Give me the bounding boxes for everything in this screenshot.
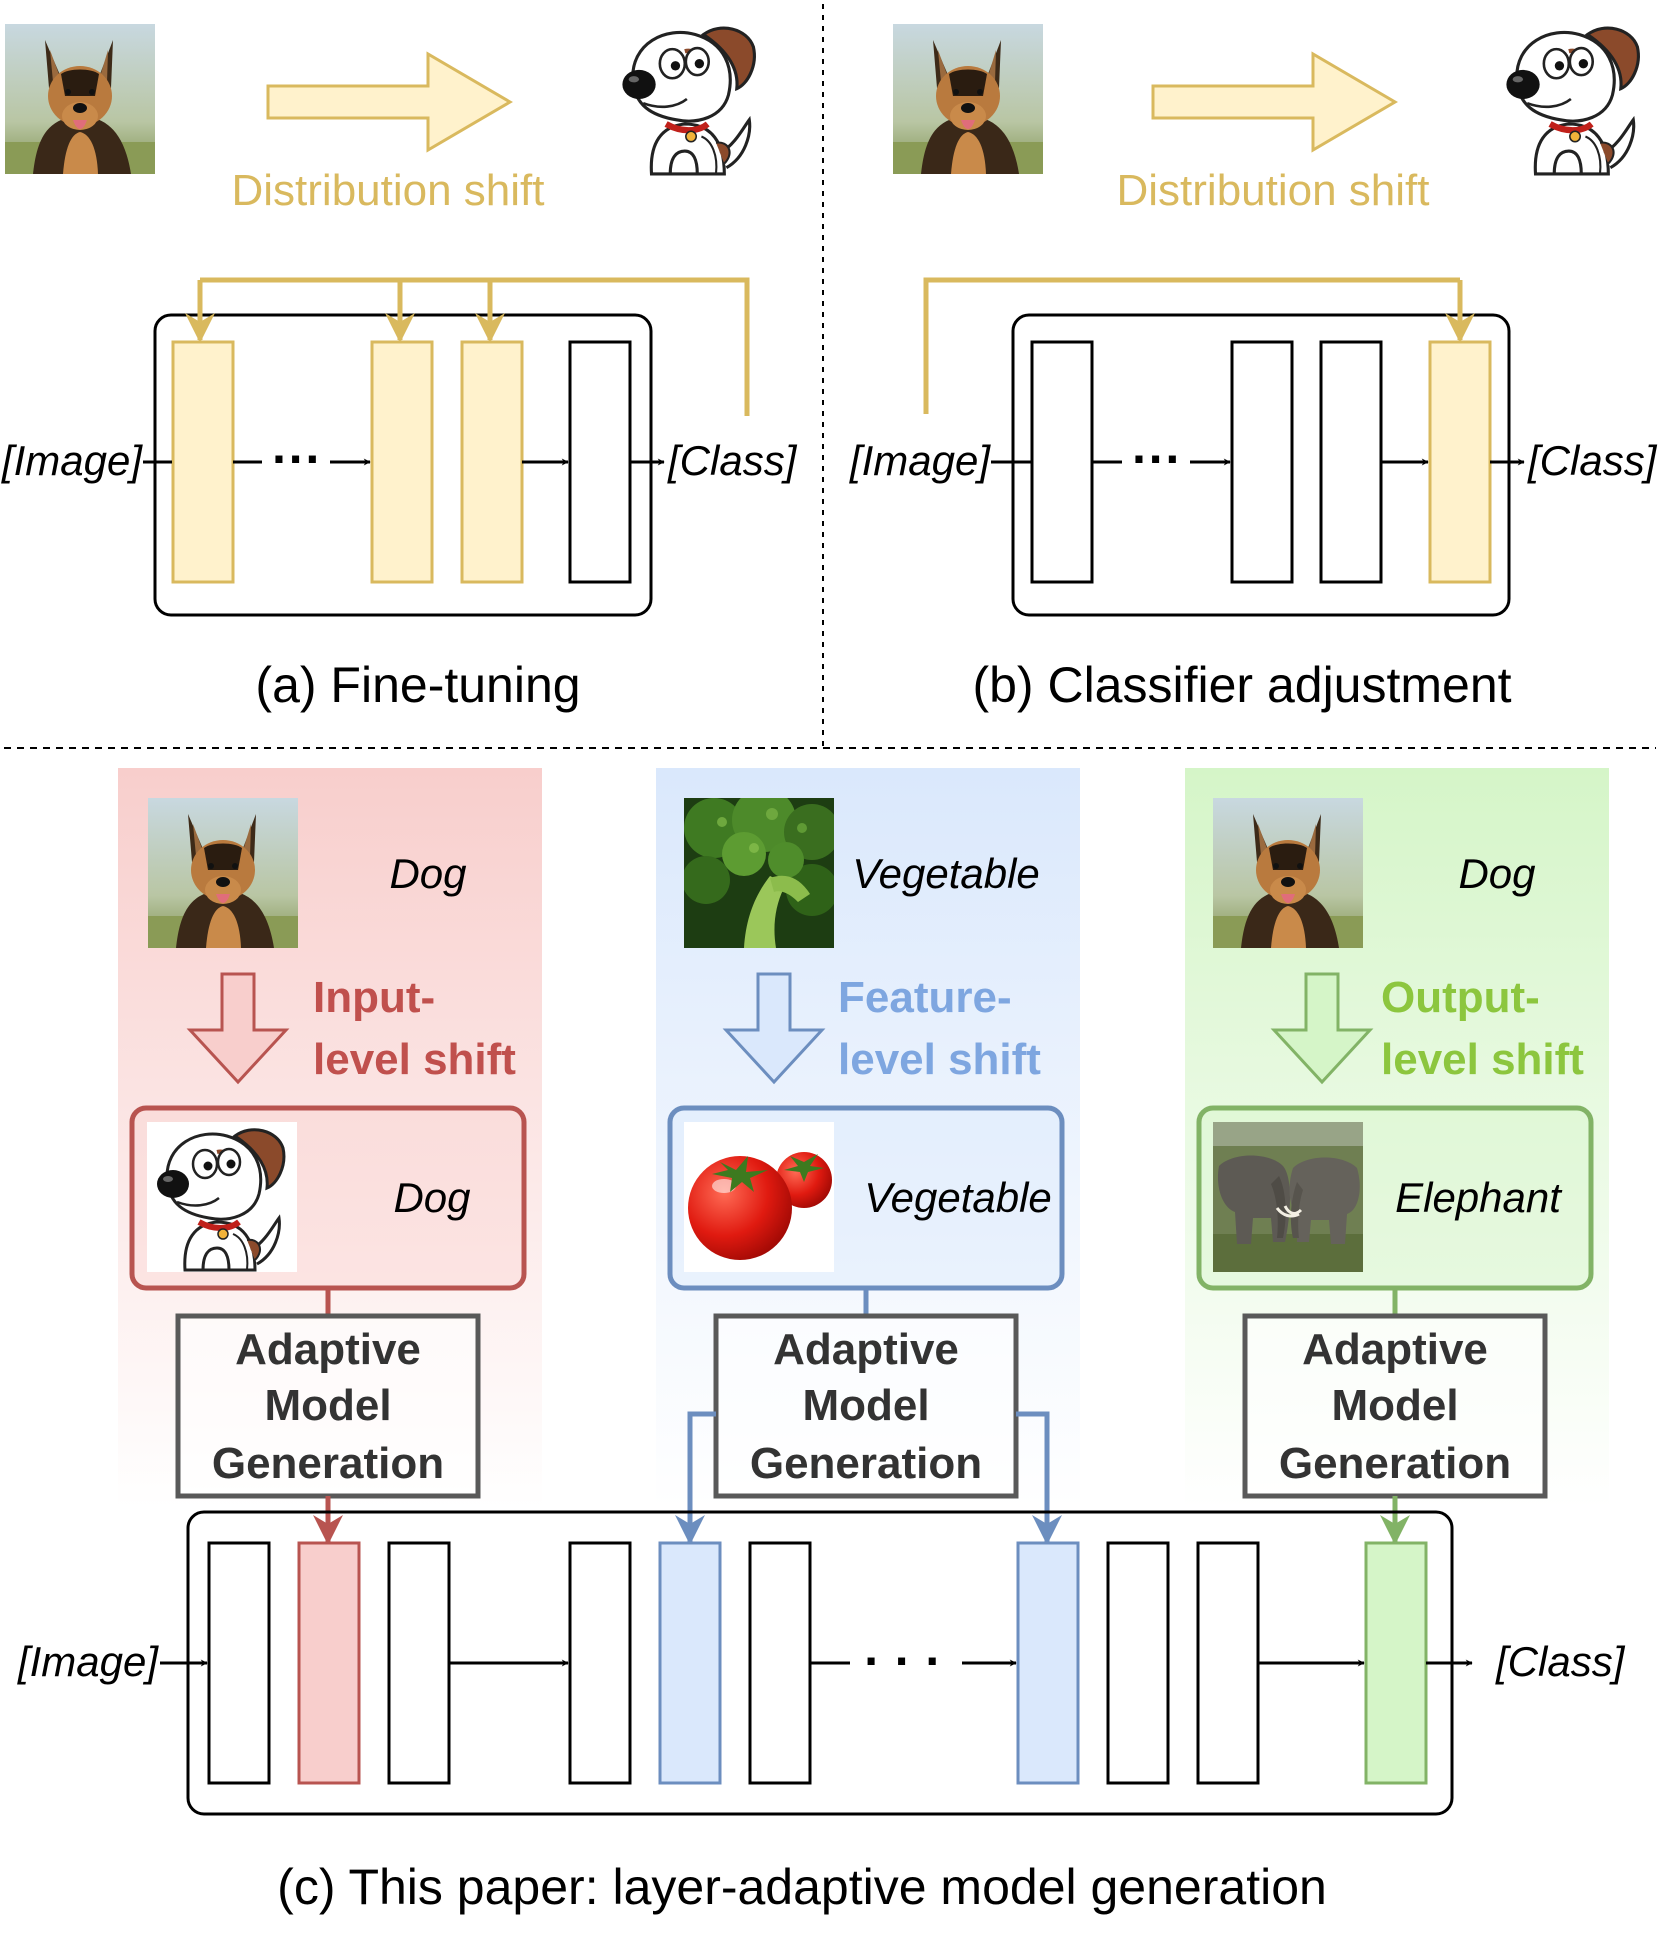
input-label: [Image] — [849, 437, 991, 484]
frozen-layer — [1230, 340, 1294, 584]
shift-label-line1: Input- — [313, 973, 435, 1022]
classifier-layer — [1428, 340, 1492, 584]
tomato-photo — [684, 1122, 834, 1272]
caption-layer-adaptive: (c) This paper: layer-adaptive model gen… — [277, 1859, 1327, 1915]
generator-line3: Generation — [212, 1439, 444, 1488]
adaptive-model-generation-box — [713, 1313, 1019, 1499]
feedback-line — [923, 277, 1460, 414]
ellipsis: · · · — [864, 1633, 942, 1689]
cartoon-dog-icon — [1506, 28, 1638, 174]
ellipsis: ··· — [1132, 431, 1182, 487]
distribution-shift-arrow — [266, 51, 513, 153]
output-shift-arrow — [1270, 972, 1374, 1085]
feature-shift-arrow — [722, 972, 826, 1085]
target-label: Elephant — [1395, 1174, 1563, 1221]
layer — [1106, 1541, 1170, 1785]
german-shepherd-photo — [1213, 798, 1363, 948]
frozen-layer — [568, 340, 632, 584]
input-shift-arrow — [186, 972, 290, 1085]
elephant-photo — [1213, 1122, 1363, 1272]
panel-classifier-adjustment: Distribution shift [Image] ··· [Class] (… — [849, 24, 1658, 713]
german-shepherd-photo — [5, 24, 155, 174]
generator-line2: Model — [802, 1381, 929, 1430]
generator-line1: Adaptive — [1302, 1325, 1488, 1374]
output-label: [Class] — [1495, 1638, 1626, 1685]
shift-label-line1: Feature- — [838, 973, 1012, 1022]
cartoon-dog-icon — [622, 28, 754, 174]
tuned-layer — [460, 340, 524, 584]
shift-label-line2: level shift — [838, 1035, 1041, 1084]
feature-adapted-layer — [658, 1541, 722, 1785]
caption-classifier-adjustment: (b) Classifier adjustment — [972, 657, 1511, 713]
distribution-shift-label: Distribution shift — [231, 166, 544, 215]
generator-line3: Generation — [750, 1439, 982, 1488]
feedback-line — [200, 277, 750, 416]
feature-adapted-layer — [1016, 1541, 1080, 1785]
input-adapted-layer — [297, 1541, 361, 1785]
input-label: [Image] — [17, 1638, 159, 1685]
tuned-layer — [171, 340, 235, 584]
german-shepherd-photo — [893, 24, 1043, 174]
german-shepherd-photo — [148, 798, 298, 948]
distribution-shift-arrow — [1151, 51, 1398, 153]
input-label: [Image] — [1, 437, 143, 484]
tuned-layer — [370, 340, 434, 584]
ellipsis: ··· — [272, 431, 322, 487]
panel-layer-adaptive: Dog Input- level shift Dog Adaptive Mode… — [17, 768, 1626, 1915]
layer — [387, 1541, 451, 1785]
broccoli-photo — [684, 798, 834, 948]
output-label: [Class] — [667, 437, 798, 484]
frozen-layer — [1030, 340, 1094, 584]
generator-line1: Adaptive — [235, 1325, 421, 1374]
target-label: Dog — [393, 1174, 470, 1221]
distribution-shift-label: Distribution shift — [1116, 166, 1429, 215]
layer — [207, 1541, 271, 1785]
feature-level-column: Vegetable Feature- level shift Vegetable… — [667, 798, 1065, 1545]
input-level-column: Dog Input- level shift Dog Adaptive Mode… — [129, 798, 527, 1545]
adaptive-model-generation-box — [1242, 1313, 1548, 1499]
layer — [568, 1541, 632, 1785]
frozen-layer — [1319, 340, 1383, 584]
output-adapted-layer — [1364, 1541, 1428, 1785]
output-label: [Class] — [1527, 437, 1658, 484]
source-label: Vegetable — [852, 850, 1040, 897]
generator-line1: Adaptive — [773, 1325, 959, 1374]
shift-label-line2: level shift — [313, 1035, 516, 1084]
generated-weights-arrow — [675, 1411, 716, 1545]
target-label: Vegetable — [864, 1174, 1052, 1221]
generator-line3: Generation — [1279, 1439, 1511, 1488]
panel-fine-tuning: Distribution shift [Image] ··· [Class] (… — [1, 24, 798, 713]
network-frame — [1011, 313, 1511, 617]
layer — [1196, 1541, 1260, 1785]
source-label: Dog — [389, 850, 466, 897]
generated-weights-arrow — [1016, 1411, 1062, 1545]
output-level-column: Dog Output- level shift Elephant Adaptiv… — [1196, 798, 1594, 1545]
generator-line2: Model — [1331, 1381, 1458, 1430]
source-label: Dog — [1458, 850, 1535, 897]
caption-fine-tuning: (a) Fine-tuning — [255, 657, 580, 713]
shift-label-line1: Output- — [1381, 973, 1540, 1022]
adaptive-model-generation-box — [175, 1313, 481, 1499]
shift-label-line2: level shift — [1381, 1035, 1584, 1084]
layer — [748, 1541, 812, 1785]
generator-line2: Model — [264, 1381, 391, 1430]
